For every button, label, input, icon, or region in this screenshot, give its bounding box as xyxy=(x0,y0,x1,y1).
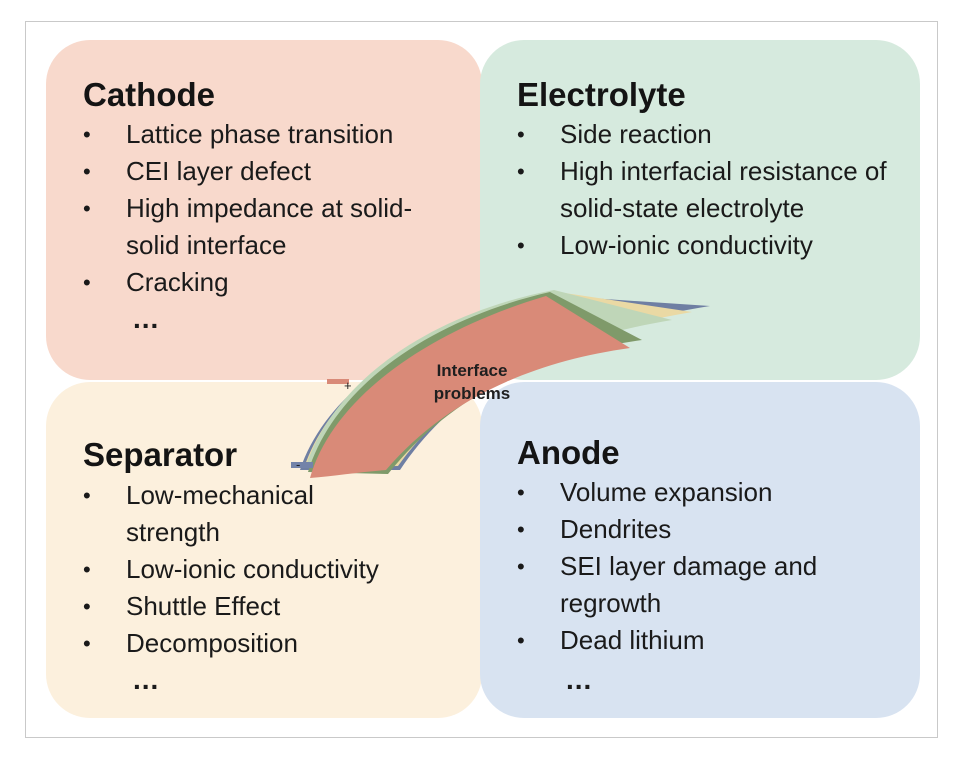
cathode-item: Lattice phase transition xyxy=(83,116,463,153)
anode-list: Volume expansion Dendrites SEI layer dam… xyxy=(517,474,897,659)
arrow-tab-plus xyxy=(327,379,349,384)
arrow-layer-top xyxy=(310,296,630,478)
electrolyte-list: Side reaction High interfacial resistanc… xyxy=(517,116,897,264)
interface-problems-label: Interface problems xyxy=(412,359,532,405)
anode-title: Anode xyxy=(517,434,620,471)
cathode-item: CEI layer defect xyxy=(83,153,463,190)
separator-item: Shuttle Effect xyxy=(83,588,463,625)
anode-ellipsis: ... xyxy=(566,664,593,695)
anode-item: SEI layer damage and regrowth xyxy=(517,548,880,622)
arrow-tab-minus xyxy=(291,462,313,468)
separator-item: Decomposition xyxy=(83,625,463,662)
electrolyte-item: Low-ionic conductivity xyxy=(517,227,897,264)
interface-problems-line2: problems xyxy=(433,384,511,403)
cathode-list: Lattice phase transition CEI layer defec… xyxy=(83,116,463,301)
separator-item: Low-ionic conductivity xyxy=(83,551,463,588)
interface-problems-line1: Interface xyxy=(436,361,508,380)
electrolyte-item: High interfacial resistance of solid-sta… xyxy=(517,153,890,227)
electrolyte-item: Side reaction xyxy=(517,116,897,153)
anode-item: Volume expansion xyxy=(517,474,897,511)
cathode-item: High impedance at solid-solid interface xyxy=(83,190,426,264)
electrolyte-title: Electrolyte xyxy=(517,76,686,113)
separator-ellipsis: ... xyxy=(133,664,160,695)
cathode-item: Cracking xyxy=(83,264,463,301)
separator-list: Low-mechanical strength Low-ionic conduc… xyxy=(83,477,463,662)
plus-sign: + xyxy=(344,378,352,393)
cathode-ellipsis: ... xyxy=(133,303,160,334)
separator-item: Low-mechanical strength xyxy=(83,477,386,551)
cathode-title: Cathode xyxy=(83,76,215,113)
anode-item: Dendrites xyxy=(517,511,897,548)
separator-title: Separator xyxy=(83,436,238,473)
anode-item: Dead lithium xyxy=(517,622,897,659)
minus-sign: - xyxy=(296,457,300,472)
